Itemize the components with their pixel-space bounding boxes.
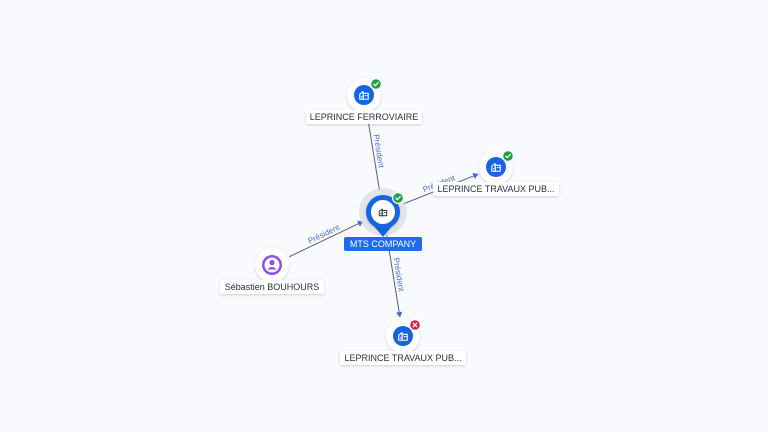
person-icon [264,257,280,273]
node-label: LEPRINCE TRAVAUX PUB... [344,353,461,363]
active-status-icon [502,150,514,162]
building-icon [398,332,408,341]
building-icon [378,208,388,217]
edge-line [366,113,380,191]
node-ferro[interactable]: LEPRINCE FERROVIAIRE [306,78,422,124]
node-label: Sébastien BOUHOURS [225,282,320,292]
node-label: MTS COMPANY [350,239,416,249]
node-label: LEPRINCE FERROVIAIRE [310,112,419,122]
edge-line [288,221,364,258]
inactive-status-icon [409,319,421,331]
node-label-bg [220,280,324,294]
edge-label: Président [392,257,406,293]
node-label-bg [433,182,559,196]
node-label-bg [306,110,422,124]
node-seb[interactable]: Sébastien BOUHOURS [220,248,324,294]
node-label-bg [344,237,422,251]
node-circle [354,85,374,105]
edge-label: Président [372,134,386,170]
nodes-layer: MTS COMPANY LEPRINCE FERROVIAIRE LEPRINCE … [220,78,559,365]
node-label: LEPRINCE TRAVAUX PUB... [437,184,554,194]
node-tp2[interactable]: LEPRINCE TRAVAUX PUB... [340,319,466,365]
node-tp1[interactable]: LEPRINCE TRAVAUX PUB... [433,150,559,196]
active-status-icon [392,192,404,204]
edge-arrow [396,311,403,318]
building-icon [491,163,501,172]
edge-arrow [472,172,479,179]
node-circle [486,157,506,177]
node-mts[interactable]: MTS COMPANY [344,188,422,251]
node-inner [371,200,395,224]
active-status-icon [370,78,382,90]
node-circle [393,326,413,346]
node-label-bg [340,351,466,365]
edge-mts-ferro: Président [364,113,386,191]
building-icon [359,91,369,100]
